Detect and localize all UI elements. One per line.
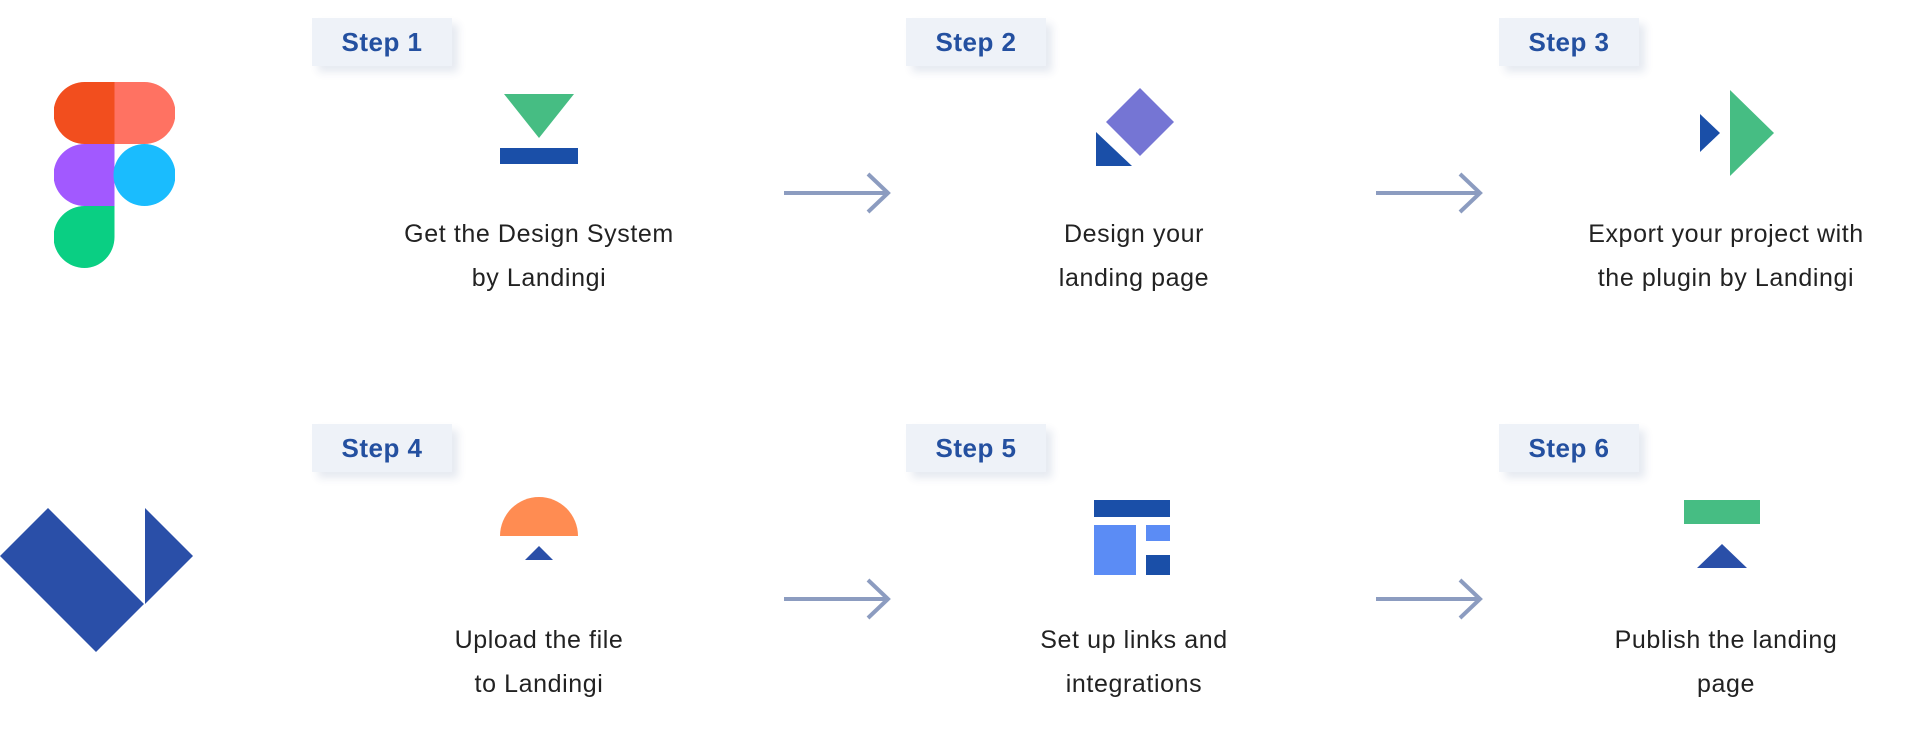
step-6-badge: Step 6: [1499, 424, 1639, 472]
download-icon: [500, 94, 578, 164]
step-6-line-1: Publish the landing: [1614, 626, 1838, 654]
step-5-badge: Step 5: [906, 424, 1046, 472]
step-4-badge: Step 4: [312, 424, 452, 472]
step-2-line-2: landing page: [1058, 264, 1210, 292]
figma-logo-icon: [54, 82, 175, 268]
landingi-logo-icon: [0, 508, 193, 652]
step-4-line-2: to Landingi: [474, 670, 604, 698]
arrow-right-icon: [1376, 172, 1483, 214]
step-1-line-2: by Landingi: [471, 264, 607, 292]
step-4-line-1: Upload the file: [454, 626, 624, 654]
step-2-badge: Step 2: [906, 18, 1046, 66]
step-5-line-1: Set up links and: [1040, 626, 1228, 654]
publish-icon: [1684, 500, 1760, 568]
step-1-label: Get the Design System by Landingi: [359, 212, 719, 300]
step-5-line-2: integrations: [1065, 670, 1203, 698]
step-4-label: Upload the file to Landingi: [359, 618, 719, 706]
arrow-right-icon: [1376, 578, 1483, 620]
design-pen-icon: [1096, 88, 1174, 166]
arrow-right-icon: [784, 172, 891, 214]
step-1-line-1: Get the Design System: [404, 220, 674, 248]
upload-icon: [500, 497, 578, 560]
step-1-badge: Step 1: [312, 18, 452, 66]
step-2-line-1: Design your: [1064, 220, 1204, 248]
step-3-label: Export your project with the plugin by L…: [1546, 212, 1906, 300]
arrow-right-icon: [784, 578, 891, 620]
export-plugin-icon: [1700, 90, 1774, 176]
step-2-label: Design your landing page: [954, 212, 1314, 300]
step-3-line-2: the plugin by Landingi: [1597, 264, 1855, 292]
layout-integrations-icon: [1094, 500, 1170, 575]
step-6-label: Publish the landing page: [1546, 618, 1906, 706]
step-5-label: Set up links and integrations: [954, 618, 1314, 706]
step-3-line-1: Export your project with: [1588, 220, 1864, 248]
step-6-line-2: page: [1696, 670, 1755, 698]
step-3-badge: Step 3: [1499, 18, 1639, 66]
